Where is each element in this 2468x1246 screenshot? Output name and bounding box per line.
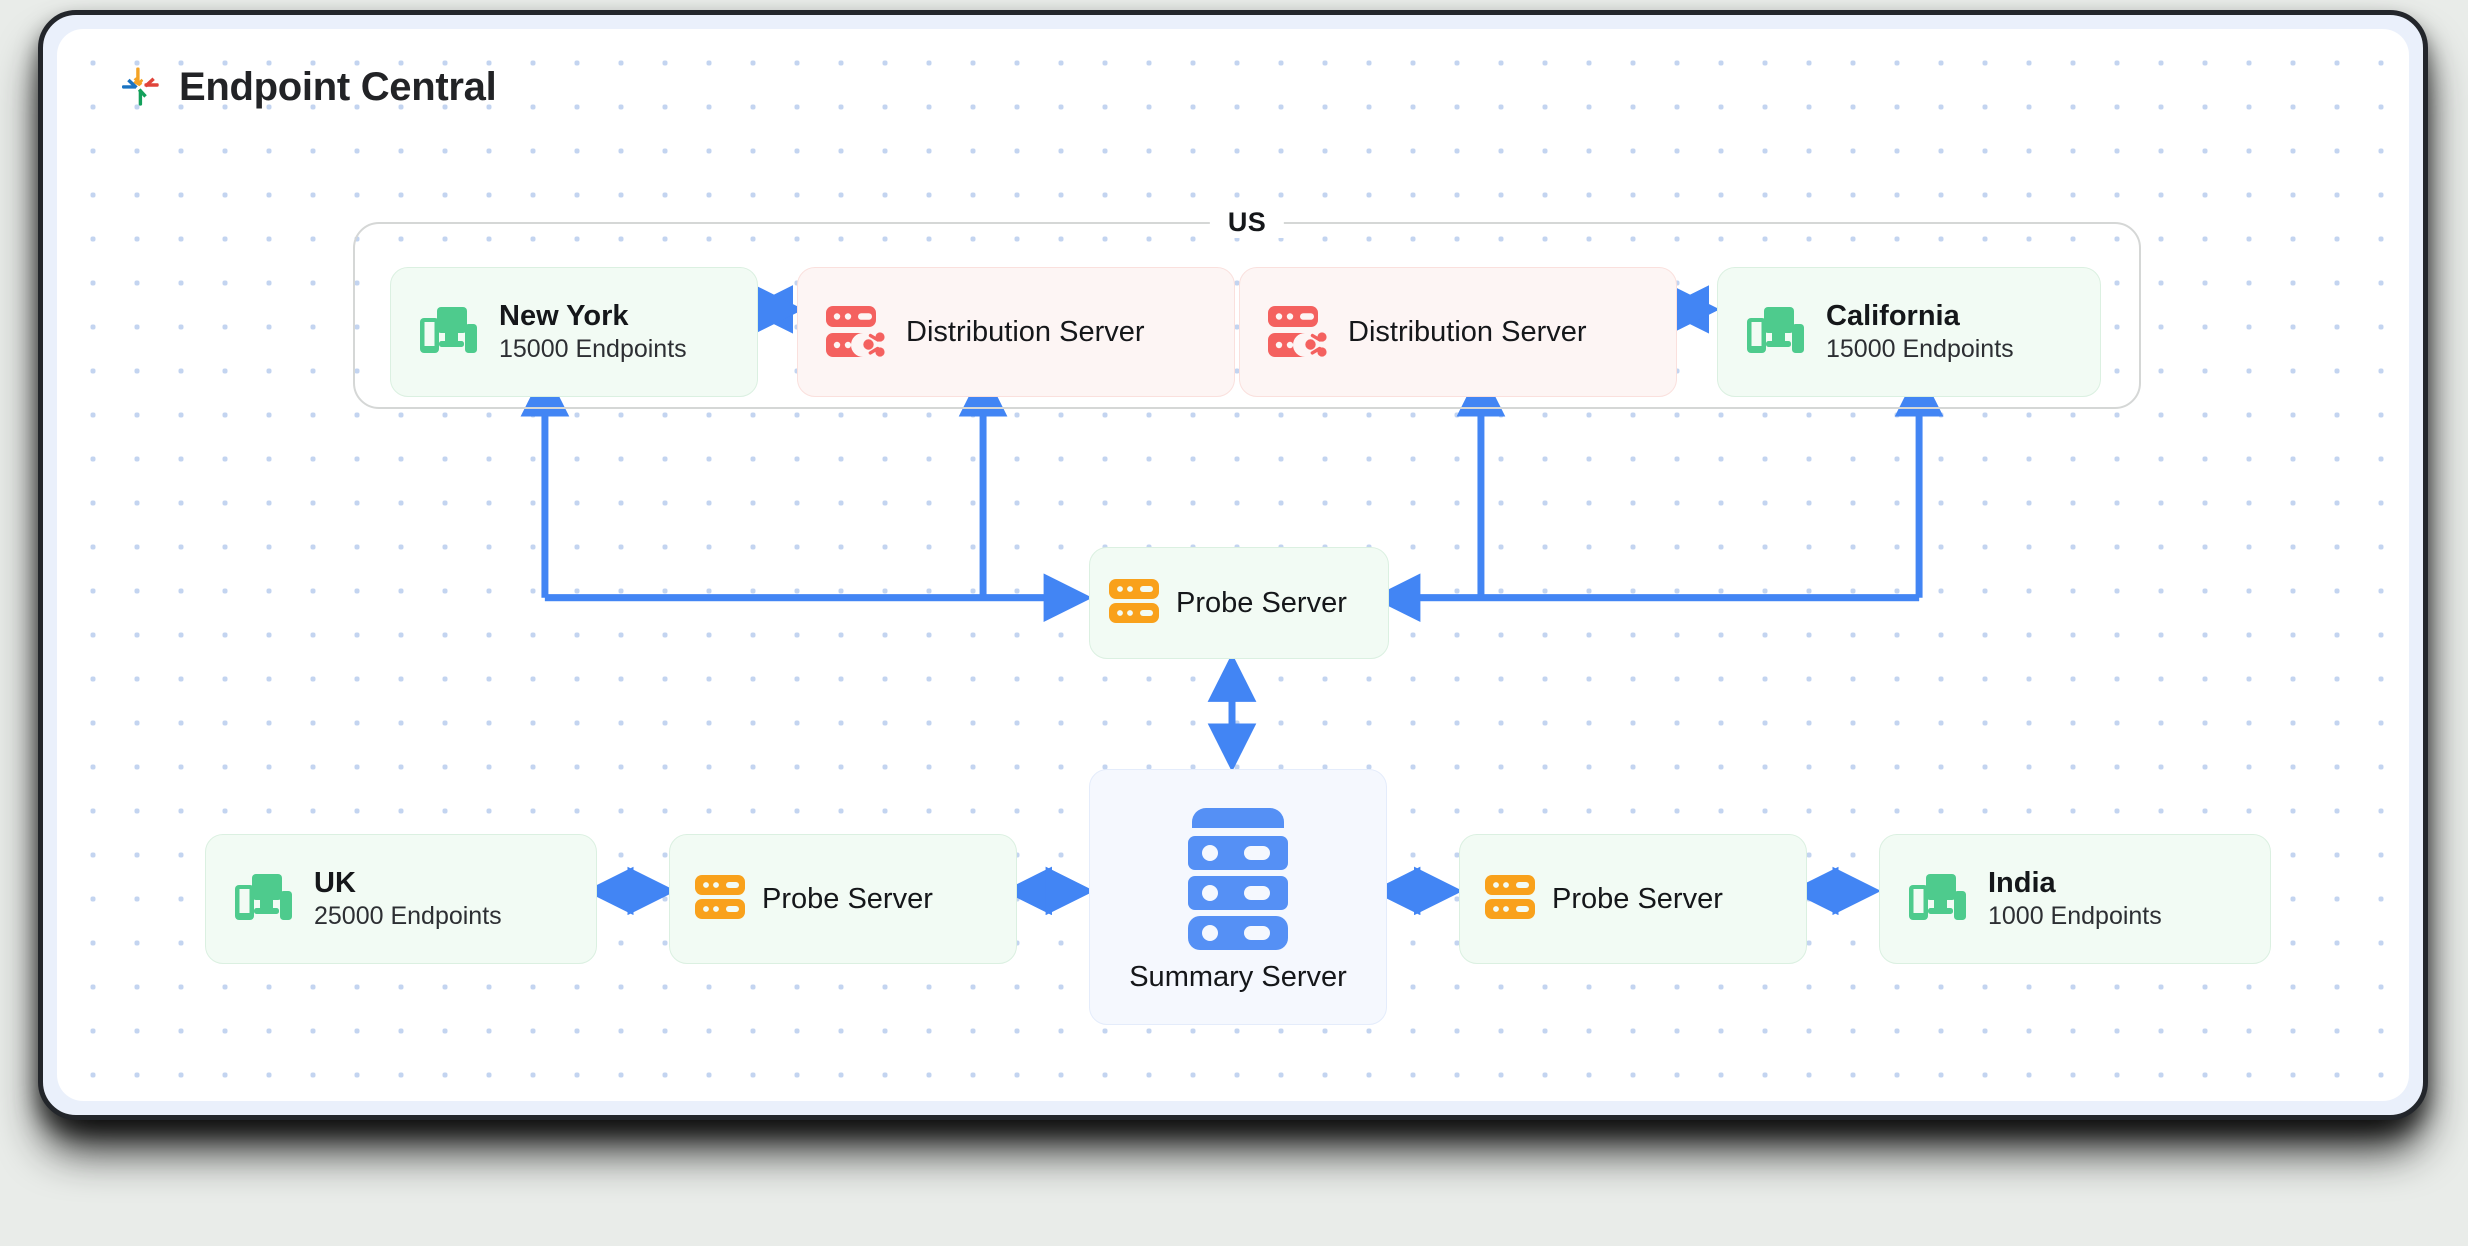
node-california-text: California 15000 Endpoints <box>1826 299 2014 366</box>
node-uk[interactable]: UK 25000 Endpoints <box>205 834 597 964</box>
node-title: Distribution Server <box>1348 315 1587 348</box>
node-subtitle: 15000 Endpoints <box>1826 335 2014 364</box>
devices-icon <box>232 869 294 930</box>
node-title: Probe Server <box>762 882 933 915</box>
probe-server-icon <box>1108 576 1160 631</box>
node-probe-server-india[interactable]: Probe Server <box>1459 834 1807 964</box>
devices-icon <box>1744 302 1806 363</box>
diagram-frame: Endpoint Central <box>38 10 2428 1120</box>
node-uk-text: UK 25000 Endpoints <box>314 866 502 933</box>
node-title: New York <box>499 299 629 332</box>
node-subtitle: 1000 Endpoints <box>1988 902 2162 931</box>
node-probe-server-uk[interactable]: Probe Server <box>669 834 1017 964</box>
node-new-york-text: New York 15000 Endpoints <box>499 299 687 366</box>
endpoint-central-pinwheel-logo <box>117 64 163 110</box>
node-india-text: India 1000 Endpoints <box>1988 866 2162 933</box>
group-us-label: US <box>1209 207 1285 238</box>
app-title: Endpoint Central <box>179 64 497 109</box>
node-probe-server-us[interactable]: Probe Server <box>1089 547 1389 659</box>
summary-server-icon <box>1178 800 1298 955</box>
app-branding: Endpoint Central <box>117 64 497 110</box>
node-distribution-server-right[interactable]: Distribution Server <box>1239 267 1677 397</box>
probe-server-icon <box>1484 872 1536 927</box>
node-distribution-server-left[interactable]: Distribution Server <box>797 267 1235 397</box>
node-subtitle: 15000 Endpoints <box>499 335 687 364</box>
node-title: California <box>1826 299 1960 332</box>
node-title: UK <box>314 866 356 899</box>
node-title: India <box>1988 866 2056 899</box>
node-summary-server[interactable]: Summary Server <box>1089 769 1387 1025</box>
devices-icon <box>417 302 479 363</box>
node-india[interactable]: India 1000 Endpoints <box>1879 834 2271 964</box>
node-subtitle: 25000 Endpoints <box>314 902 502 931</box>
diagram-canvas[interactable]: Endpoint Central <box>57 29 2409 1101</box>
node-title: Summary Server <box>1129 961 1347 993</box>
devices-icon <box>1906 869 1968 930</box>
probe-server-icon <box>694 872 746 927</box>
node-title: Distribution Server <box>906 315 1145 348</box>
node-new-york[interactable]: New York 15000 Endpoints <box>390 267 758 397</box>
group-us: US <box>353 207 2141 409</box>
node-california[interactable]: California 15000 Endpoints <box>1717 267 2101 397</box>
node-title: Probe Server <box>1552 882 1723 915</box>
distribution-server-icon <box>824 303 886 362</box>
distribution-server-icon <box>1266 303 1328 362</box>
node-title: Probe Server <box>1176 586 1347 619</box>
